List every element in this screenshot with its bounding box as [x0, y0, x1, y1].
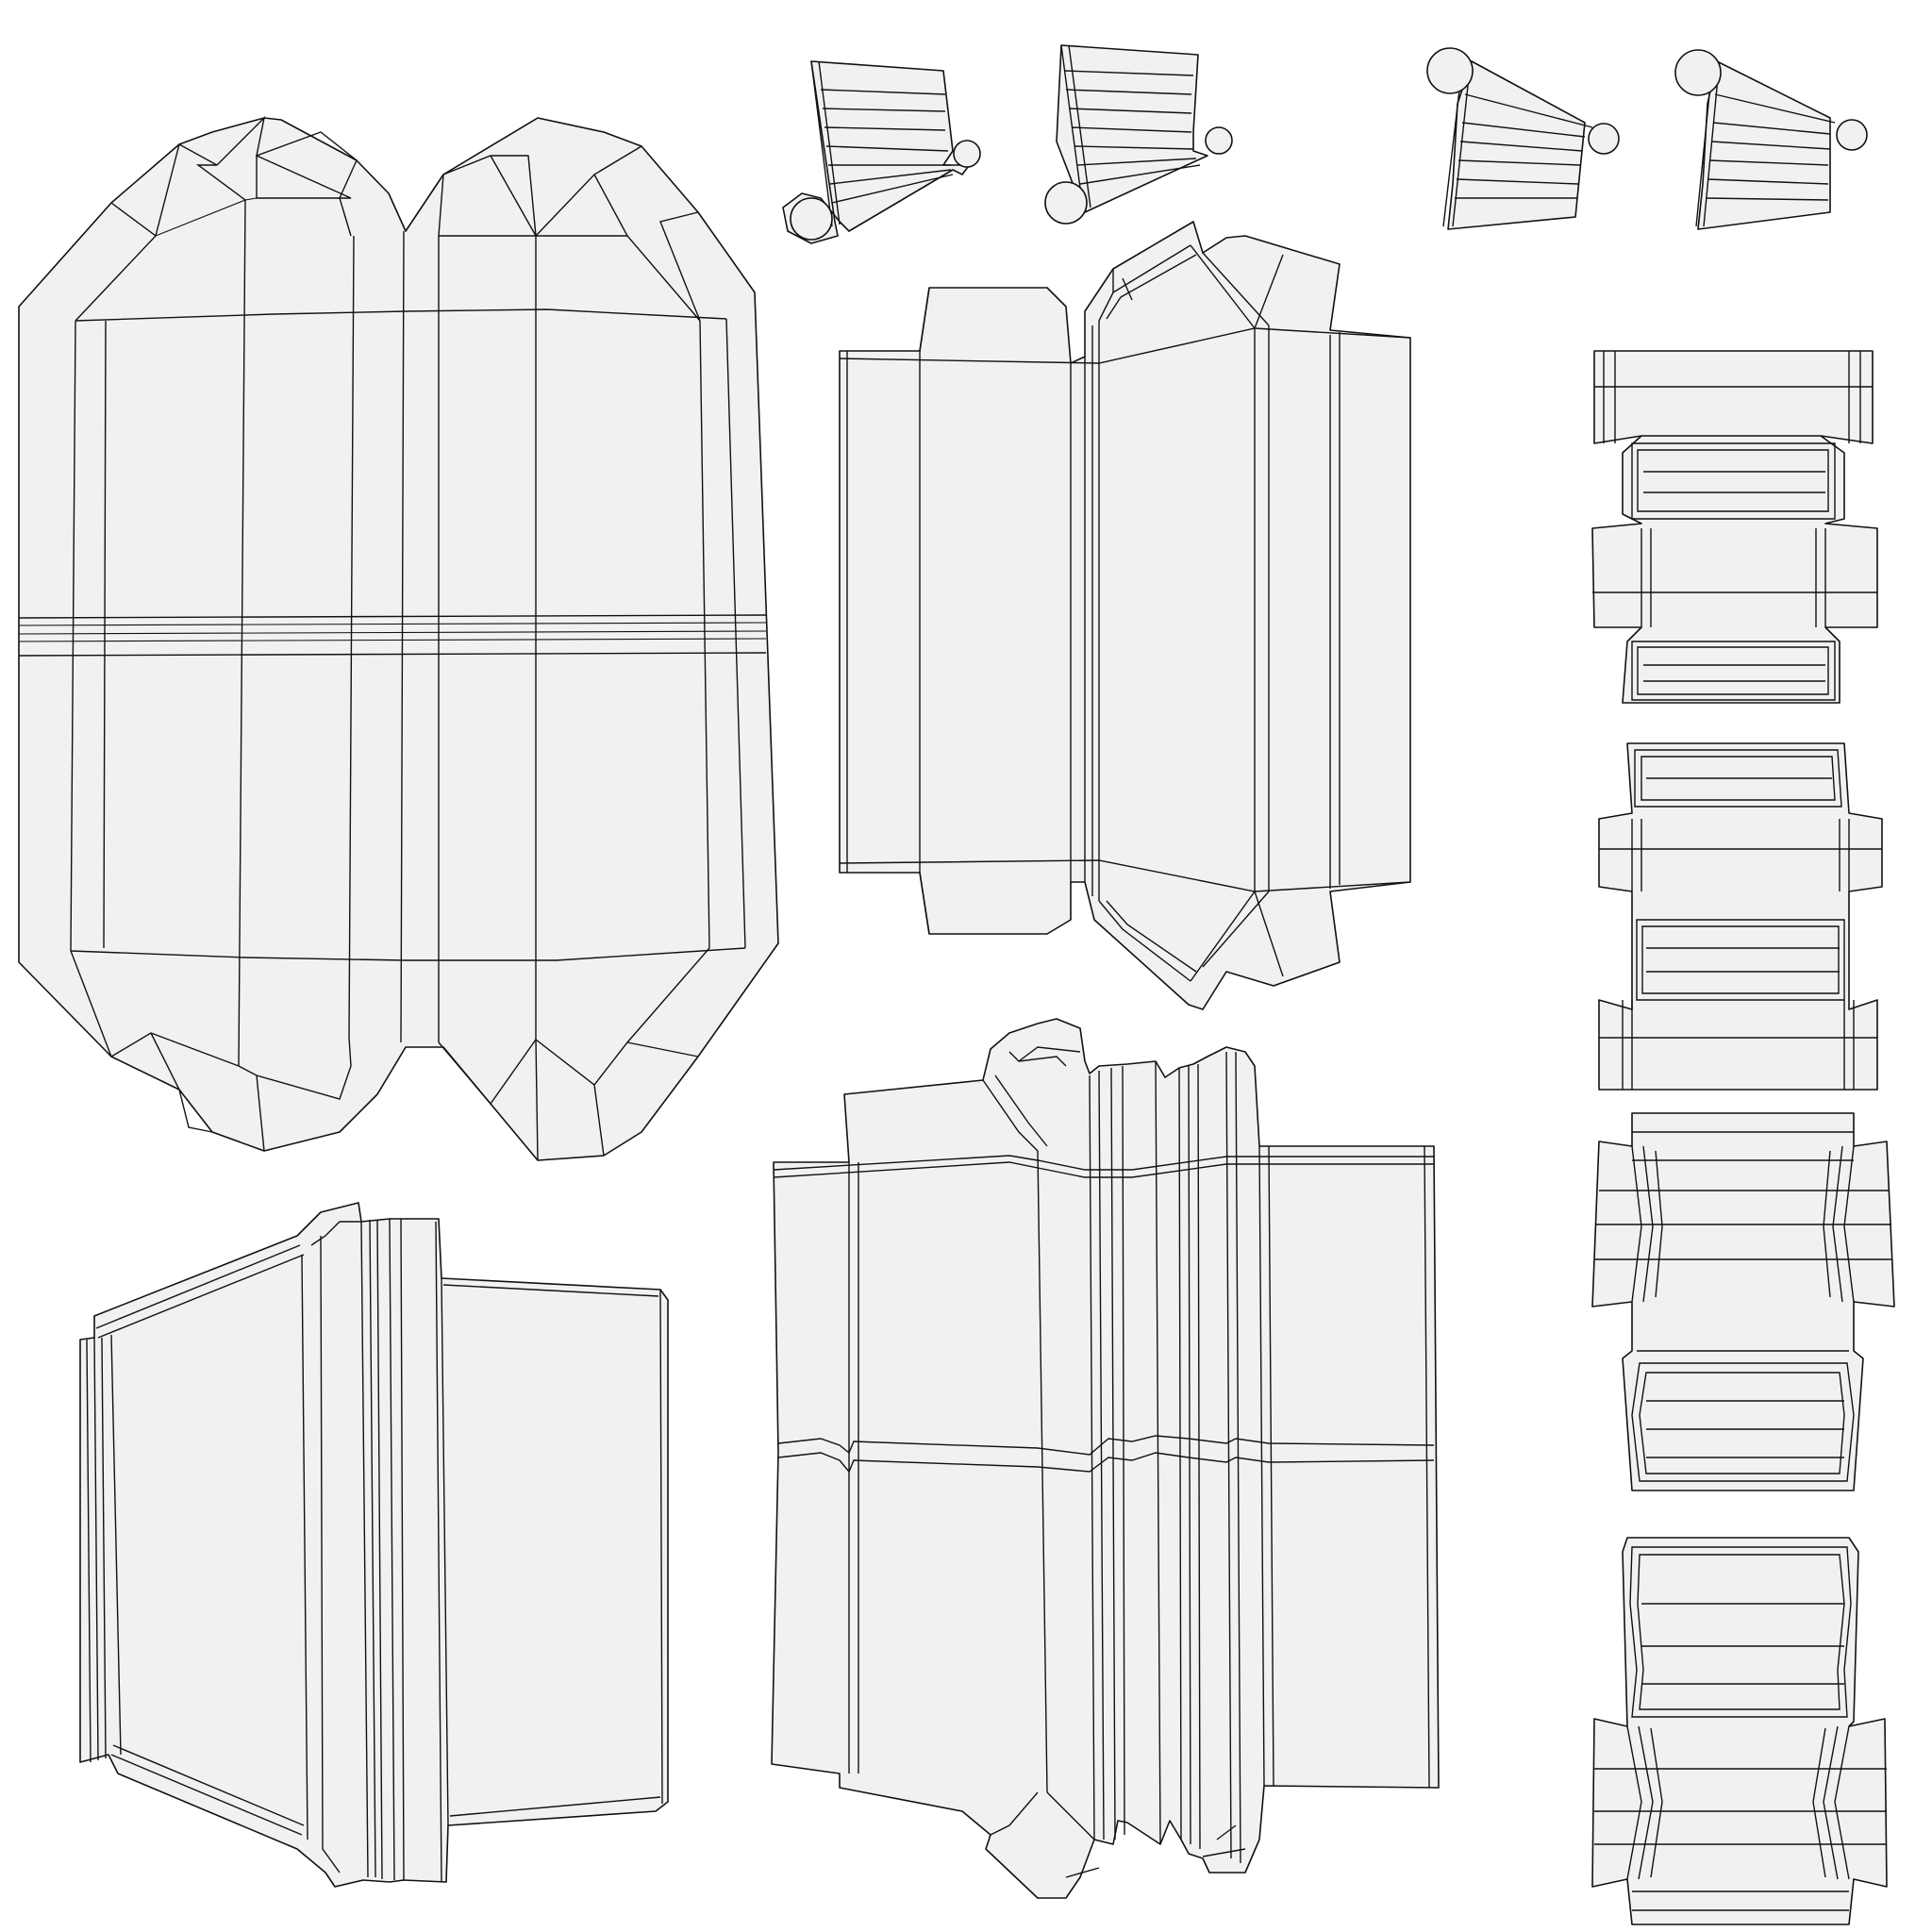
- right-strip-island-4: [1591, 1537, 1888, 1925]
- right-strip-island-3: [1591, 1112, 1895, 1491]
- bottom-left-island: [79, 1202, 669, 1888]
- right-strip-island-1: [1591, 350, 1878, 704]
- small-cap-island-1: [782, 60, 981, 244]
- large-hull-island: [18, 115, 779, 1161]
- small-cap-island-3: [1426, 47, 1620, 230]
- center-body-island: [839, 221, 1411, 1010]
- right-strip-island-2: [1598, 742, 1883, 1091]
- bottom-center-island: [771, 1018, 1440, 1899]
- small-cap-island-2: [1044, 44, 1233, 225]
- small-cap-island-4: [1674, 49, 1868, 230]
